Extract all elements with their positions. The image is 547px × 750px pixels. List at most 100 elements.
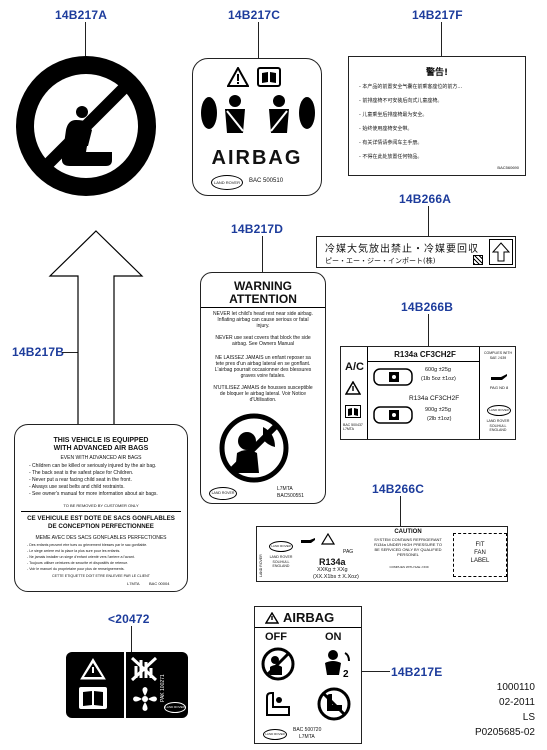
ac-refrigerant-label-b: A/C BAC 500437 L7MTA R134a CF3CH2F 600g … <box>340 346 516 440</box>
airbag-off-on-label: AIRBAG OFF ON 2 LAND ROVER BAC 500720 L7… <box>254 606 362 744</box>
k266c-q1: XXKg ± XXg <box>317 567 348 573</box>
callout-14B217E: 14B217E <box>391 665 443 679</box>
e-off-label: OFF <box>265 631 287 643</box>
k266b-ac: A/C <box>345 361 364 373</box>
d-code-1: L7MTA <box>277 486 293 492</box>
callout-14B217C: 14B217C <box>228 8 281 22</box>
japanese-refrigerant-label: 冷媒大気放出禁止・冷媒要回収 ピー・エー・ジー・インポート(株) <box>316 236 516 268</box>
pak-code: PAK 100271 <box>160 674 166 702</box>
ac-refrigerant-label-c: LAND ROVER LAND ROVER LAND ROVER SOLIHUL… <box>256 526 508 582</box>
b-head-1: THIS VEHICLE IS EQUIPPED <box>53 437 149 444</box>
callout-14B217A: 14B217A <box>55 8 108 22</box>
e-airbag-title: AIRBAG <box>283 610 335 625</box>
k266b-q2b: (2lb ±1oz) <box>427 416 452 422</box>
leader-b <box>62 352 80 353</box>
callout-14B217F: 14B217F <box>412 8 463 22</box>
b-fr-line-4: - Toujours utiliser ceintures de securit… <box>27 561 129 565</box>
chinese-warning-label: 警告! - 本产品的前置安全气囊在前乘客座位的前方... - 前排座椅不可安装后… <box>348 56 526 176</box>
f-line-2: - 前排座椅不可安装后向式儿童座椅。 <box>359 98 443 104</box>
k266c-code-vertical: LAND ROVER <box>259 554 263 577</box>
land-rover-badge: LAND ROVER <box>263 729 287 740</box>
warning-triangle-icon <box>265 612 279 624</box>
svg-text:2: 2 <box>343 669 349 680</box>
k266c-q2: (XX.X1bs ± X.Xoz) <box>313 574 359 580</box>
vehicle-top-view-icon <box>373 368 413 386</box>
b-line-5: - See owner's manual for more informatio… <box>29 491 158 497</box>
b-fr-note: CETTE ETIQUETTE DOIT ETRE ENLEVEE PAR LE… <box>52 574 150 578</box>
k266b-pag: PAG ND 8 <box>489 385 509 390</box>
k266b-q1a: 600g ±25g <box>425 367 451 373</box>
d-code-2: BAC500551 <box>277 493 304 499</box>
callout-20472: <20472 <box>108 612 150 626</box>
d-text-fr1: NE LAISSEZ JAMAIS un enfant reposer sa t… <box>214 355 312 379</box>
f-code: BAC560690 <box>497 165 519 170</box>
k266c-pag: PAG <box>343 549 354 555</box>
b-line-1: - Children can be killed or seriously in… <box>29 463 157 469</box>
leader-e <box>362 671 390 672</box>
child-seat-icon <box>266 692 290 716</box>
advanced-airbag-label: THIS VEHICLE IS EQUIPPED WITH ADVANCED A… <box>14 424 188 592</box>
leader-c <box>258 22 259 58</box>
leader-f <box>441 22 442 56</box>
f-line-3: - 儿童乘坐后排座椅最为安全。 <box>359 112 428 118</box>
k266b-complies: COMPLIES WITH SAE J 639 <box>483 351 512 360</box>
k266c-comply: COMPLIES WITH SAE J 639 <box>389 565 429 569</box>
k266b-brand: LAND ROVER SOLIHULL ENGLAND <box>486 419 510 432</box>
a266-line1: 冷媒大気放出禁止・冷媒要回収 <box>325 244 479 255</box>
b-sub: EVEN WITH ADVANCED AIR BAGS <box>60 455 142 461</box>
callout-14B266A: 14B266A <box>399 192 452 206</box>
b-line-3: - Never put a rear facing child seat in … <box>29 477 132 483</box>
airbag-c-title: AIRBAG <box>211 147 303 169</box>
k266c-fit-3: LABEL <box>470 558 490 564</box>
fan-icon <box>133 687 157 711</box>
k266b-q2a: 900g ±25g <box>425 407 451 413</box>
k266c-brand: LAND ROVER SOLIHULL ENGLAND <box>269 555 293 568</box>
adult-passenger-icon: 2 <box>325 650 350 680</box>
no-child-airbag-icon <box>261 647 295 681</box>
warning-triangle-icon <box>227 67 249 87</box>
ref-line-3: LS <box>522 712 535 723</box>
k266b-divider-top <box>367 361 479 362</box>
land-rover-badge: LAND ROVER <box>487 405 511 416</box>
k266c-caution-text: SYSTEM CONTAINS REFRIGERANT R134a UNDER … <box>374 537 442 557</box>
pointer-arrow <box>48 230 144 426</box>
b-divider <box>21 511 181 512</box>
fan-warning-label: PAK 100271 LAND ROVER <box>66 652 188 718</box>
k266c-fit-2: FAN <box>474 550 486 556</box>
b-fr-line-3: - Ne jamais installer un siege d'enfant … <box>27 555 135 559</box>
leader-266b <box>428 314 429 346</box>
manual-book-icon <box>79 687 107 709</box>
b-fr-sub: MEME AVEC DES SACS GONFLABLES PERFECTION… <box>35 535 167 541</box>
b-head-2: WITH ADVANCED AIR BAGS <box>53 445 149 452</box>
a266-line2: ピー・エー・ジー・インポート(株) <box>325 257 436 265</box>
fan-label-area: FIT FAN LABEL <box>453 533 507 577</box>
leader-a <box>85 22 86 56</box>
manual-book-icon <box>257 67 281 87</box>
f-line-5: - 有关详情请参阅车主手册。 <box>359 140 423 146</box>
e-bac-code: BAC 500720 <box>293 727 322 733</box>
seated-airbag-occupants-icon <box>201 95 315 133</box>
d-divider <box>201 307 325 308</box>
oil-can-icon <box>301 538 315 543</box>
leader-266c <box>400 496 401 526</box>
manual-book-icon <box>345 405 361 418</box>
b-line-2: - The back seat is the safest place for … <box>29 470 134 476</box>
f-line-6: - 不得在此处放置任何物品。 <box>359 154 423 160</box>
vehicle-top-view-icon <box>373 406 413 424</box>
no-child-near-side-airbag-icon <box>219 413 289 483</box>
warning-triangle-icon <box>321 533 335 545</box>
warning-triangle-icon <box>345 381 361 395</box>
warning-attention-label: WARNING ATTENTION NEVER let child's head… <box>200 272 326 504</box>
k266b-gas2: R134a CF3CH2F <box>409 395 460 402</box>
fan-label-divider <box>124 652 126 718</box>
b-code-2: BAC 00004 <box>149 581 170 586</box>
callout-14B266C: 14B266C <box>372 482 425 496</box>
b-fr-line-1: - Des enfants peuvent etre tues ou griev… <box>27 543 148 547</box>
k266c-gas: R134a <box>319 557 346 567</box>
oil-can-icon <box>491 374 507 380</box>
ref-line-1: 1000110 <box>496 682 535 693</box>
k266c-caution: CAUTION <box>394 529 422 535</box>
land-rover-badge: LAND ROVER <box>211 175 243 190</box>
airbag-warning-disc-label: AIRBAG <box>16 56 156 196</box>
no-hand-icon <box>130 656 158 682</box>
